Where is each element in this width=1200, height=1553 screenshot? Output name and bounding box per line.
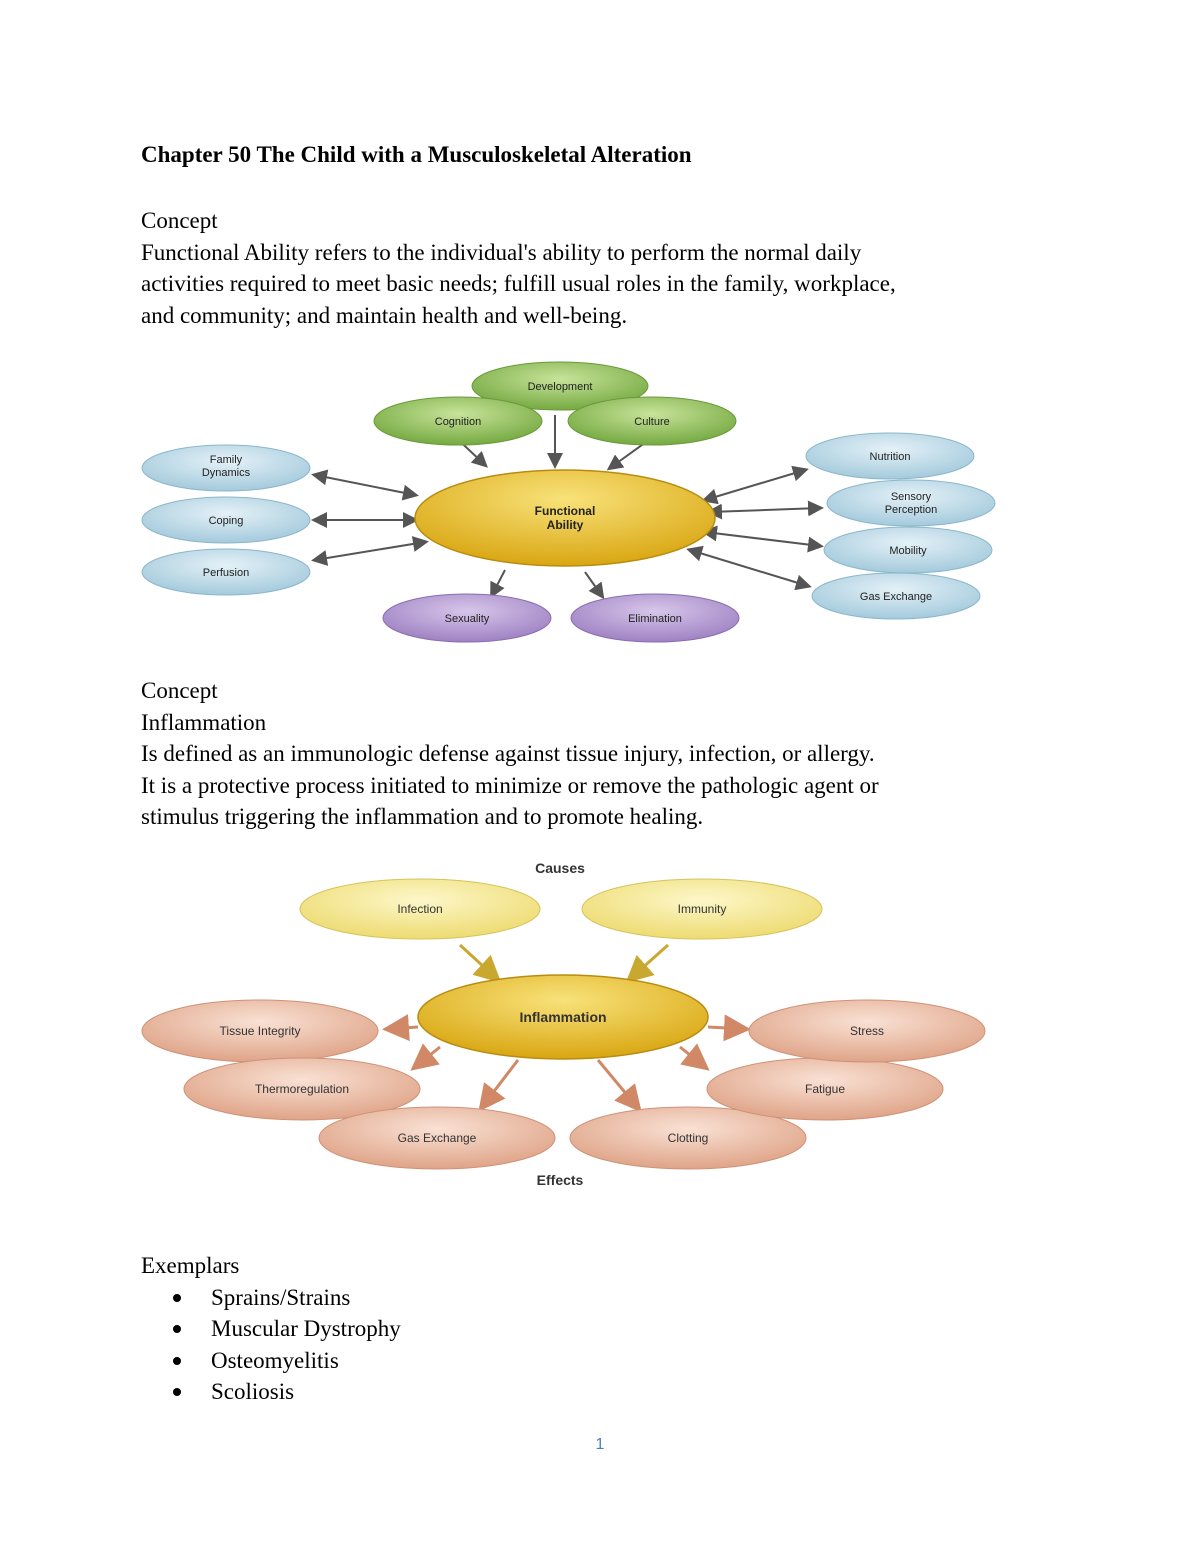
node-culture: Culture bbox=[567, 396, 737, 446]
svg-text:Perfusion: Perfusion bbox=[203, 567, 249, 579]
paragraph-line: stimulus triggering the inflammation and… bbox=[141, 804, 704, 829]
svg-text:Ability: Ability bbox=[547, 518, 584, 532]
node-tissue-integrity: Tissue Integrity bbox=[141, 999, 379, 1063]
node-sexuality: Sexuality bbox=[382, 593, 552, 643]
paragraph-line: Functional Ability refers to the individ… bbox=[141, 239, 862, 265]
node-cognition: Cognition bbox=[373, 396, 543, 446]
effects-label: Effects bbox=[537, 1172, 584, 1188]
list-item: Muscular Dystrophy bbox=[141, 1313, 401, 1345]
node-functional-ability: Functional Ability bbox=[414, 469, 716, 567]
node-family-dynamics: Family Dynamics bbox=[141, 444, 311, 492]
svg-text:Sensory: Sensory bbox=[891, 491, 932, 503]
exemplars-heading: Exemplars bbox=[141, 1253, 240, 1278]
bullet-icon bbox=[173, 1325, 181, 1333]
node-fatigue: Fatigue bbox=[706, 1057, 944, 1121]
svg-text:Infection: Infection bbox=[397, 902, 442, 916]
svg-text:Functional: Functional bbox=[535, 504, 596, 518]
svg-text:Clotting: Clotting bbox=[668, 1131, 709, 1145]
list-item: Scoliosis bbox=[141, 1376, 401, 1408]
list-item-text: Osteomyelitis bbox=[211, 1347, 339, 1373]
list-item: Sprains/Strains bbox=[141, 1282, 401, 1314]
node-stress: Stress bbox=[748, 999, 986, 1063]
svg-text:Tissue Integrity: Tissue Integrity bbox=[220, 1024, 301, 1038]
functional-ability-diagram: Development Cognition Culture Family Dyn… bbox=[141, 361, 996, 643]
svg-text:Coping: Coping bbox=[209, 515, 244, 527]
node-nutrition: Nutrition bbox=[805, 432, 975, 480]
svg-text:Sexuality: Sexuality bbox=[445, 613, 490, 625]
concept-inflammation-text: Concept Inflammation Is defined as an im… bbox=[141, 675, 1061, 833]
node-sensory-perception: Sensory Perception bbox=[826, 479, 996, 527]
node-development: Development bbox=[471, 361, 649, 411]
paragraph-line: activities required to meet basic needs;… bbox=[141, 271, 896, 296]
concept-subheading: Inflammation bbox=[141, 709, 267, 735]
svg-text:Development: Development bbox=[528, 381, 593, 393]
list-item-text: Sprains/Strains bbox=[211, 1284, 351, 1310]
list-item: Osteomyelitis bbox=[141, 1345, 401, 1377]
paragraph-line: It is a protective process initiated to … bbox=[141, 772, 879, 798]
paragraph-line: Is defined as an immunologic defense aga… bbox=[141, 741, 875, 766]
page-number: 1 bbox=[595, 1436, 605, 1453]
bullet-icon bbox=[173, 1293, 181, 1302]
node-thermoregulation: Thermoregulation bbox=[183, 1057, 421, 1121]
svg-text:Mobility: Mobility bbox=[889, 545, 927, 557]
svg-text:Elimination: Elimination bbox=[628, 613, 682, 625]
list-item-text: Scoliosis bbox=[211, 1379, 295, 1404]
svg-text:Immunity: Immunity bbox=[678, 902, 727, 916]
causes-label: Causes bbox=[535, 860, 585, 876]
node-perfusion: Perfusion bbox=[141, 548, 311, 596]
diagram2-arrows bbox=[382, 943, 751, 1113]
svg-text:Cognition: Cognition bbox=[435, 416, 481, 428]
bullet-icon bbox=[173, 1356, 181, 1365]
concept-functional-ability-text: Concept Functional Ability refers to the… bbox=[141, 205, 1061, 331]
node-elimination: Elimination bbox=[570, 593, 740, 643]
svg-text:Culture: Culture bbox=[634, 416, 669, 428]
svg-text:Inflammation: Inflammation bbox=[519, 1009, 606, 1025]
svg-text:Stress: Stress bbox=[850, 1024, 884, 1038]
node-gas-exchange-effect: Gas Exchange bbox=[318, 1106, 556, 1170]
node-gas-exchange: Gas Exchange bbox=[811, 572, 981, 620]
node-coping: Coping bbox=[141, 496, 311, 544]
node-inflammation: Inflammation bbox=[417, 974, 709, 1060]
bullet-icon bbox=[173, 1388, 181, 1396]
svg-text:Dynamics: Dynamics bbox=[202, 467, 251, 479]
chapter-title: Chapter 50 The Child with a Musculoskele… bbox=[141, 142, 692, 167]
exemplars-section: Exemplars Sprains/Strains Muscular Dystr… bbox=[141, 1250, 401, 1408]
concept-heading: Concept bbox=[141, 678, 218, 703]
list-item-text: Muscular Dystrophy bbox=[211, 1316, 401, 1341]
svg-text:Thermoregulation: Thermoregulation bbox=[255, 1082, 349, 1096]
paragraph-line: and community; and maintain health and w… bbox=[141, 302, 628, 328]
node-immunity: Immunity bbox=[581, 878, 823, 940]
inflammation-diagram: Causes Effects Infection Immunity Inflam… bbox=[141, 860, 986, 1188]
svg-text:Family: Family bbox=[210, 454, 243, 466]
concept-heading: Concept bbox=[141, 208, 218, 233]
node-mobility: Mobility bbox=[823, 526, 993, 574]
svg-text:Gas Exchange: Gas Exchange bbox=[860, 591, 932, 603]
svg-text:Nutrition: Nutrition bbox=[870, 451, 911, 463]
svg-text:Fatigue: Fatigue bbox=[805, 1082, 845, 1096]
svg-text:Gas Exchange: Gas Exchange bbox=[398, 1131, 477, 1145]
node-clotting: Clotting bbox=[569, 1106, 807, 1170]
svg-text:Perception: Perception bbox=[885, 504, 938, 516]
node-infection: Infection bbox=[299, 878, 541, 940]
